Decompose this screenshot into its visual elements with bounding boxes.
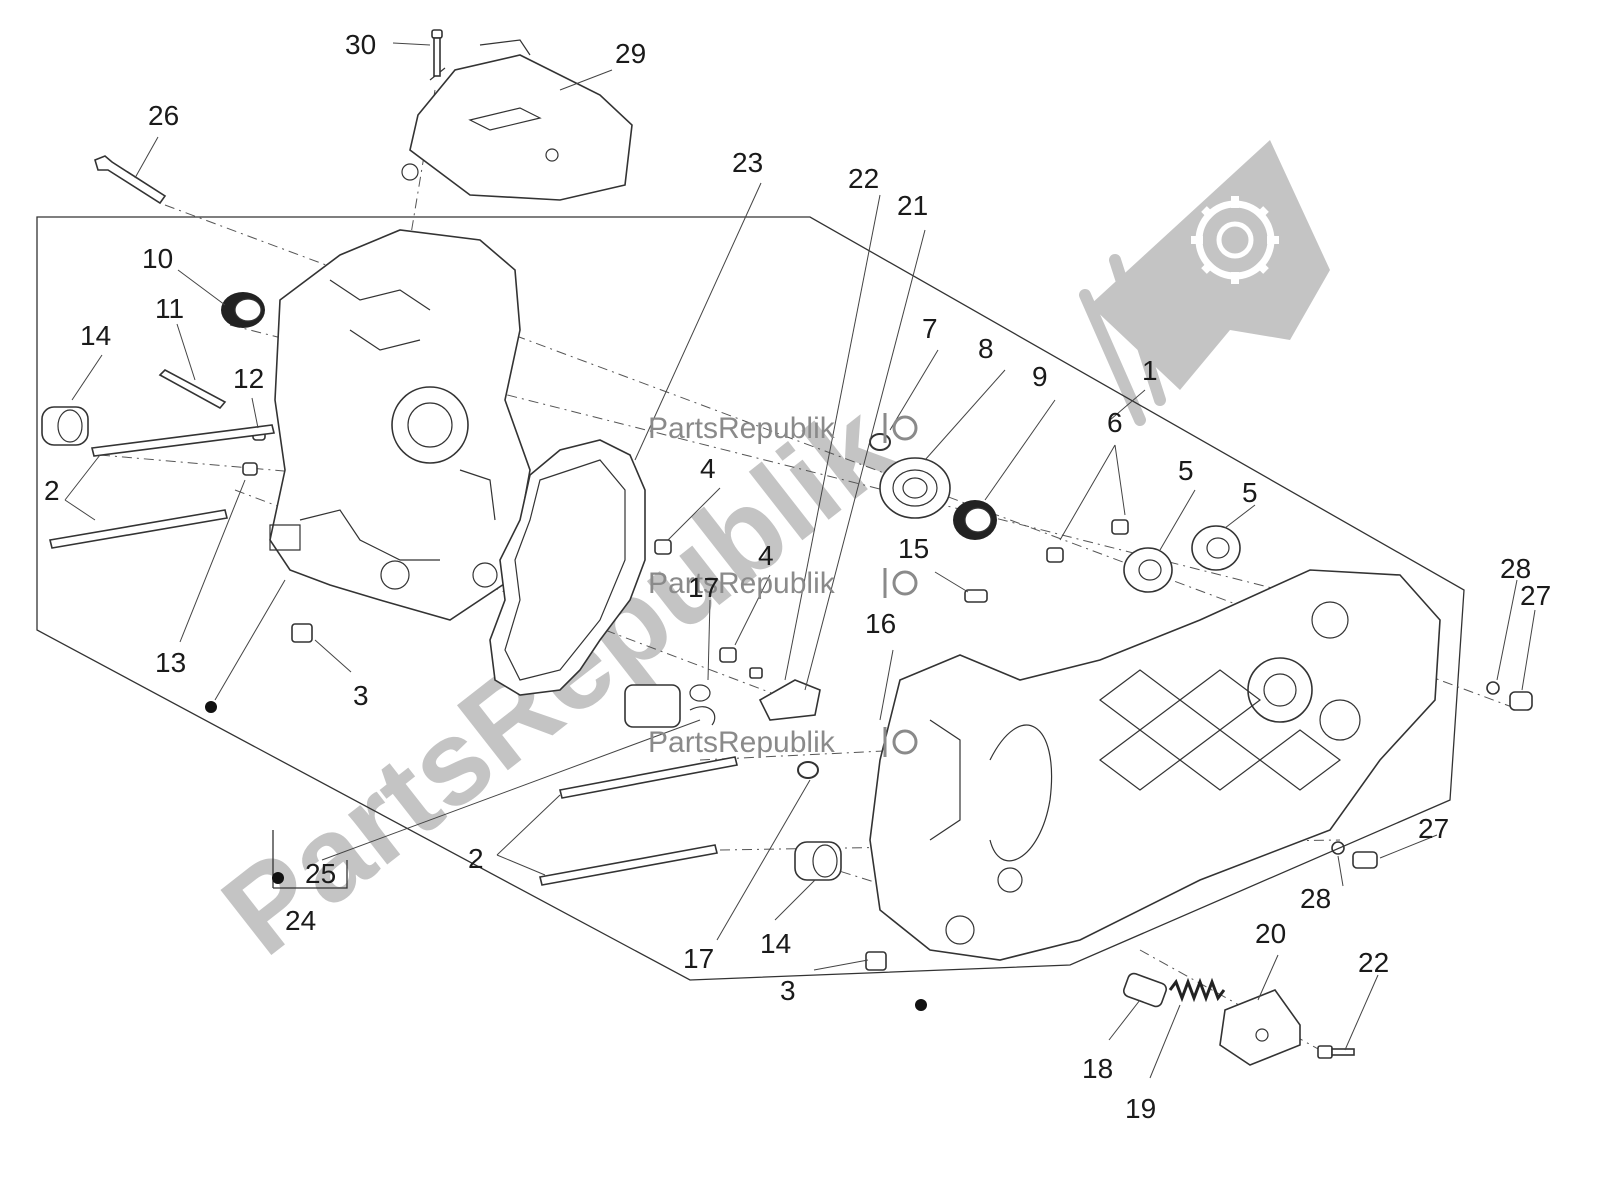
part-8-bearing [879, 457, 951, 519]
part-2-studs-left [49, 424, 275, 549]
callout-17-top: 17 [688, 572, 719, 603]
callout-24: 24 [285, 905, 316, 936]
part-3-bushing-right [865, 951, 887, 971]
part-4-dowel-b [719, 647, 737, 663]
marker-dot-right [915, 999, 927, 1011]
part-9-oil-seal [953, 500, 997, 540]
part-27-28-screw-upper [1486, 681, 1533, 711]
callout-11: 11 [155, 293, 184, 324]
part-11-pin [158, 369, 227, 410]
callout-13: 13 [155, 647, 186, 678]
callout-5-b: 5 [1242, 477, 1258, 508]
part-14-bushing-left [41, 406, 89, 446]
part-20-plate [1219, 989, 1301, 1066]
callout-18: 18 [1082, 1053, 1113, 1084]
callout-19: 19 [1125, 1093, 1156, 1124]
part-30-screw [431, 29, 443, 77]
part-14-bushing-right [794, 841, 842, 881]
part-22-screw-right [1317, 1045, 1355, 1059]
callout-30: 30 [345, 29, 376, 60]
part-5-bearing-b [1191, 525, 1241, 571]
part-22-screw-center [749, 667, 763, 679]
callout-28-right: 28 [1500, 553, 1531, 584]
callout-9: 9 [1032, 361, 1048, 392]
callout-4-middle: 4 [758, 540, 774, 571]
callout-4-top: 4 [700, 453, 716, 484]
callout-8: 8 [978, 333, 994, 364]
gear-logo-icon [1079, 140, 1330, 426]
left-crankcase [269, 229, 531, 621]
callout-6: 6 [1107, 407, 1123, 438]
part-19-spring [1168, 977, 1226, 1003]
callout-3-left: 3 [353, 680, 369, 711]
callout-15: 15 [898, 533, 929, 564]
part-6-dowel-b [1111, 519, 1129, 535]
part-27-28-screw-lower [1331, 841, 1378, 869]
callout-17-bottom: 17 [683, 943, 714, 974]
part-13-dowel [242, 462, 258, 476]
callout-26: 26 [148, 100, 179, 131]
callout-5-a: 5 [1178, 455, 1194, 486]
callout-1: 1 [1142, 355, 1158, 386]
callout-28-lower: 28 [1300, 883, 1331, 914]
callout-29: 29 [615, 38, 646, 69]
marker-dot-left [205, 701, 217, 713]
part-2-studs-right [539, 756, 738, 886]
callout-2-left: 2 [44, 475, 60, 506]
part-15-plug [964, 589, 988, 603]
assembly-frame [36, 216, 1465, 981]
part-23-gasket [489, 439, 646, 696]
callout-20: 20 [1255, 918, 1286, 949]
callout-25: 25 [305, 858, 336, 889]
watermark-label-bottom: PartsRepublik [648, 726, 836, 759]
callout-23: 23 [732, 147, 763, 178]
callout-22-top: 22 [848, 163, 879, 194]
part-29-cover [401, 39, 633, 201]
callout-27-right: 27 [1520, 580, 1551, 611]
callout-2-right: 2 [468, 843, 484, 874]
callout-22-bottom: 22 [1358, 947, 1389, 978]
marker-dot-24 [272, 872, 284, 884]
small-gear-logo-icon [883, 413, 918, 757]
part-17-strainer [624, 684, 716, 728]
part-18-sleeve [1122, 972, 1168, 1008]
right-crankcase [869, 569, 1441, 961]
callout-14-right: 14 [760, 928, 791, 959]
callout-14-left: 14 [80, 320, 111, 351]
part-4-dowel-a [654, 539, 672, 555]
callout-16: 16 [865, 608, 896, 639]
callout-7: 7 [922, 313, 938, 344]
part-5-bearing-a [1123, 547, 1173, 593]
callout-21: 21 [897, 190, 928, 221]
watermark-labels: PartsRepublik PartsRepublik PartsRepubli… [648, 412, 918, 759]
part-26-bolt [94, 155, 167, 205]
watermark-label-top: PartsRepublik [648, 412, 836, 445]
callout-27-lower: 27 [1418, 813, 1449, 844]
part-17-circlip [797, 761, 819, 779]
part-3-bushing-left [291, 623, 313, 643]
callout-10: 10 [142, 243, 173, 274]
part-6-dowel-a [1046, 547, 1064, 563]
callout-12: 12 [233, 363, 264, 394]
watermark-label-middle: PartsRepublik [648, 567, 836, 600]
leader-lines [64, 42, 1536, 1079]
callouts: 30 29 26 10 11 14 12 2 13 3 23 22 21 7 8… [44, 29, 1551, 1124]
part-10-oil-seal [221, 292, 265, 328]
part-21-bracket [758, 679, 821, 721]
callout-3-right: 3 [780, 975, 796, 1006]
